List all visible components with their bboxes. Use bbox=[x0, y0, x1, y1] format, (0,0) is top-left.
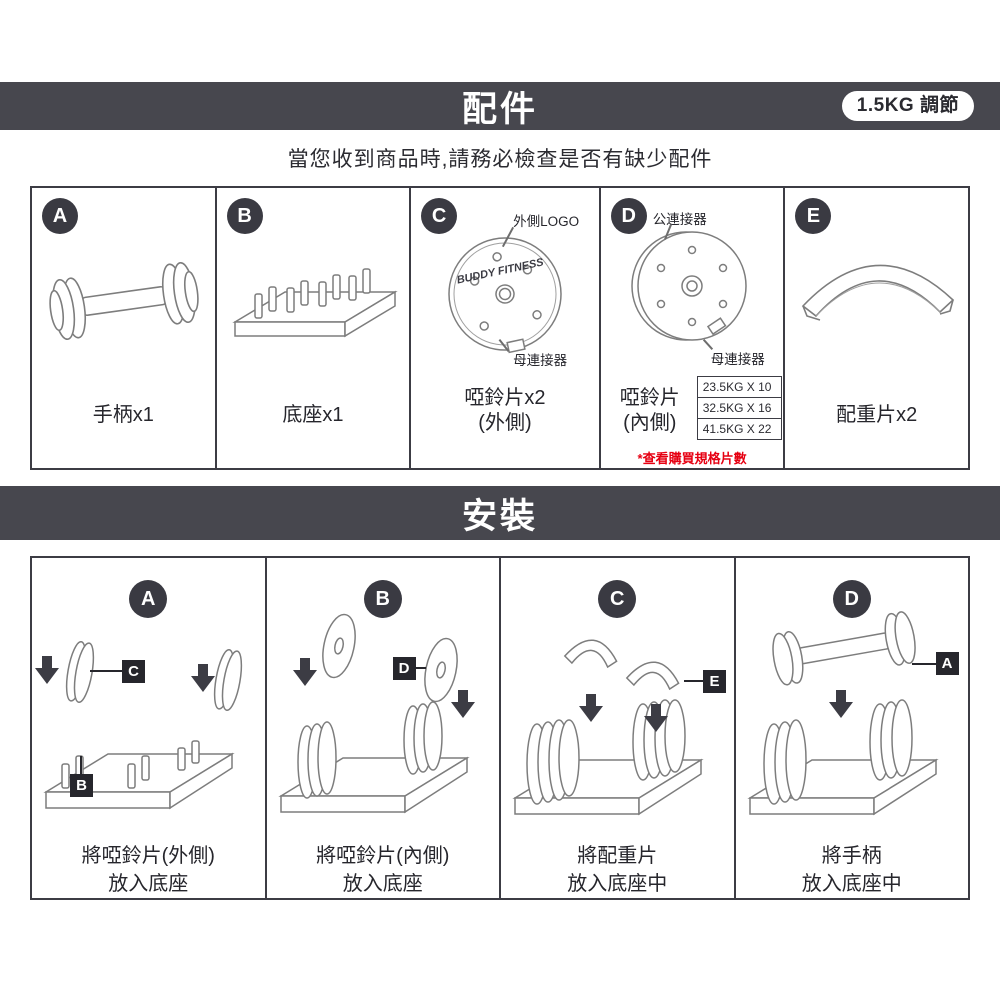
step-a-caption: 將啞鈴片(外側) 放入底座 bbox=[81, 845, 215, 895]
part-tag-base: B bbox=[70, 774, 93, 797]
item-e-badge: E bbox=[795, 198, 832, 234]
item-c-badge: C bbox=[421, 198, 458, 234]
install-step-a: A bbox=[32, 558, 267, 898]
install-step-b-illustration bbox=[277, 613, 475, 814]
step-d-badge: D bbox=[832, 580, 871, 618]
plate-count-table: 23.5KG X 10 32.5KG X 16 41.5KG X 22 bbox=[696, 376, 782, 440]
install-step-c: C bbox=[501, 558, 736, 898]
step-a-badge: A bbox=[129, 580, 168, 618]
item-a-badge: A bbox=[42, 198, 78, 234]
accessory-cell-base: B 底座x1 bbox=[217, 188, 412, 468]
item-d-badge: D bbox=[610, 198, 647, 234]
step-c-badge: C bbox=[598, 580, 637, 618]
down-arrow-icon bbox=[450, 690, 475, 718]
base-caption: 底座x1 bbox=[282, 404, 344, 426]
install-banner: 安裝 bbox=[0, 486, 1000, 540]
outer-plate-caption: 啞鈴片x2 (外側) bbox=[464, 387, 546, 434]
part-tag-inner-plate: D bbox=[392, 657, 416, 680]
install-step-d: D bbox=[736, 558, 969, 898]
handle-illustration bbox=[49, 261, 199, 341]
down-arrow-icon bbox=[35, 656, 59, 684]
part-tag-counterweight: E bbox=[703, 670, 726, 693]
accessory-cell-handle: A 手柄x1 bbox=[32, 188, 217, 468]
outer-plate-illustration: BUDDY FITNESS bbox=[448, 237, 562, 354]
weight-adjust-pill: 1.5KG 調節 bbox=[841, 91, 974, 121]
spec-note: *查看購買規格片數 bbox=[637, 451, 747, 466]
part-tag-outer-plate: C bbox=[122, 660, 145, 683]
accessory-cell-outer-plate: C 外側LOGO BUDDY FITNESS bbox=[411, 188, 601, 468]
handle-caption: 手柄x1 bbox=[92, 404, 154, 426]
install-steps-table: A bbox=[30, 556, 970, 900]
down-arrow-icon bbox=[579, 694, 603, 722]
down-arrow-icon bbox=[644, 704, 668, 732]
part-tag-handle: A bbox=[935, 652, 959, 675]
counterweight-caption: 配重片x2 bbox=[836, 404, 918, 426]
down-arrow-icon bbox=[191, 664, 215, 692]
down-arrow-icon bbox=[828, 690, 853, 718]
install-step-b: B bbox=[267, 558, 501, 898]
inner-plate-illustration bbox=[630, 231, 747, 341]
counterweight-illustration bbox=[802, 264, 955, 321]
down-arrow-icon bbox=[292, 658, 317, 686]
step-b-badge: B bbox=[363, 580, 402, 618]
inner-plate-caption: 啞鈴片 (內側) bbox=[619, 387, 680, 434]
install-step-d-illustration bbox=[746, 611, 939, 816]
install-step-a-illustration bbox=[35, 640, 243, 810]
step-b-caption: 將啞鈴片(內側) 放入底座 bbox=[316, 845, 450, 895]
item-b-badge: B bbox=[226, 198, 263, 234]
outer-logo-label: 外側LOGO bbox=[513, 214, 580, 229]
accessories-banner: 配件 1.5KG 調節 bbox=[0, 82, 1000, 130]
female-connector-label: 母連接器 bbox=[513, 353, 568, 368]
male-connector-label: 公連接器 bbox=[652, 212, 707, 227]
accessories-title: 配件 bbox=[461, 89, 538, 129]
spec-row: 41.5KG X 22 bbox=[702, 422, 772, 436]
step-d-caption: 將手柄 放入底座中 bbox=[801, 845, 902, 895]
accessory-cell-counterweight: E 配重片x2 bbox=[785, 188, 968, 468]
accessories-table: A 手柄x1 B bbox=[30, 186, 970, 470]
female-connector-label-2: 母連接器 bbox=[710, 352, 765, 367]
spec-row: 32.5KG X 16 bbox=[697, 398, 781, 419]
step-c-caption: 將配重片 放入底座中 bbox=[567, 845, 668, 895]
check-accessories-note: 當您收到商品時,請務必檢查是否有缺少配件 bbox=[287, 148, 713, 171]
spec-row: 23.5KG X 10 bbox=[697, 377, 781, 398]
accessory-cell-inner-plate: D 公連接器 母連接器 bbox=[601, 188, 786, 468]
install-step-c-illustration bbox=[512, 639, 704, 816]
install-title: 安裝 bbox=[461, 496, 538, 536]
base-illustration bbox=[231, 268, 398, 338]
